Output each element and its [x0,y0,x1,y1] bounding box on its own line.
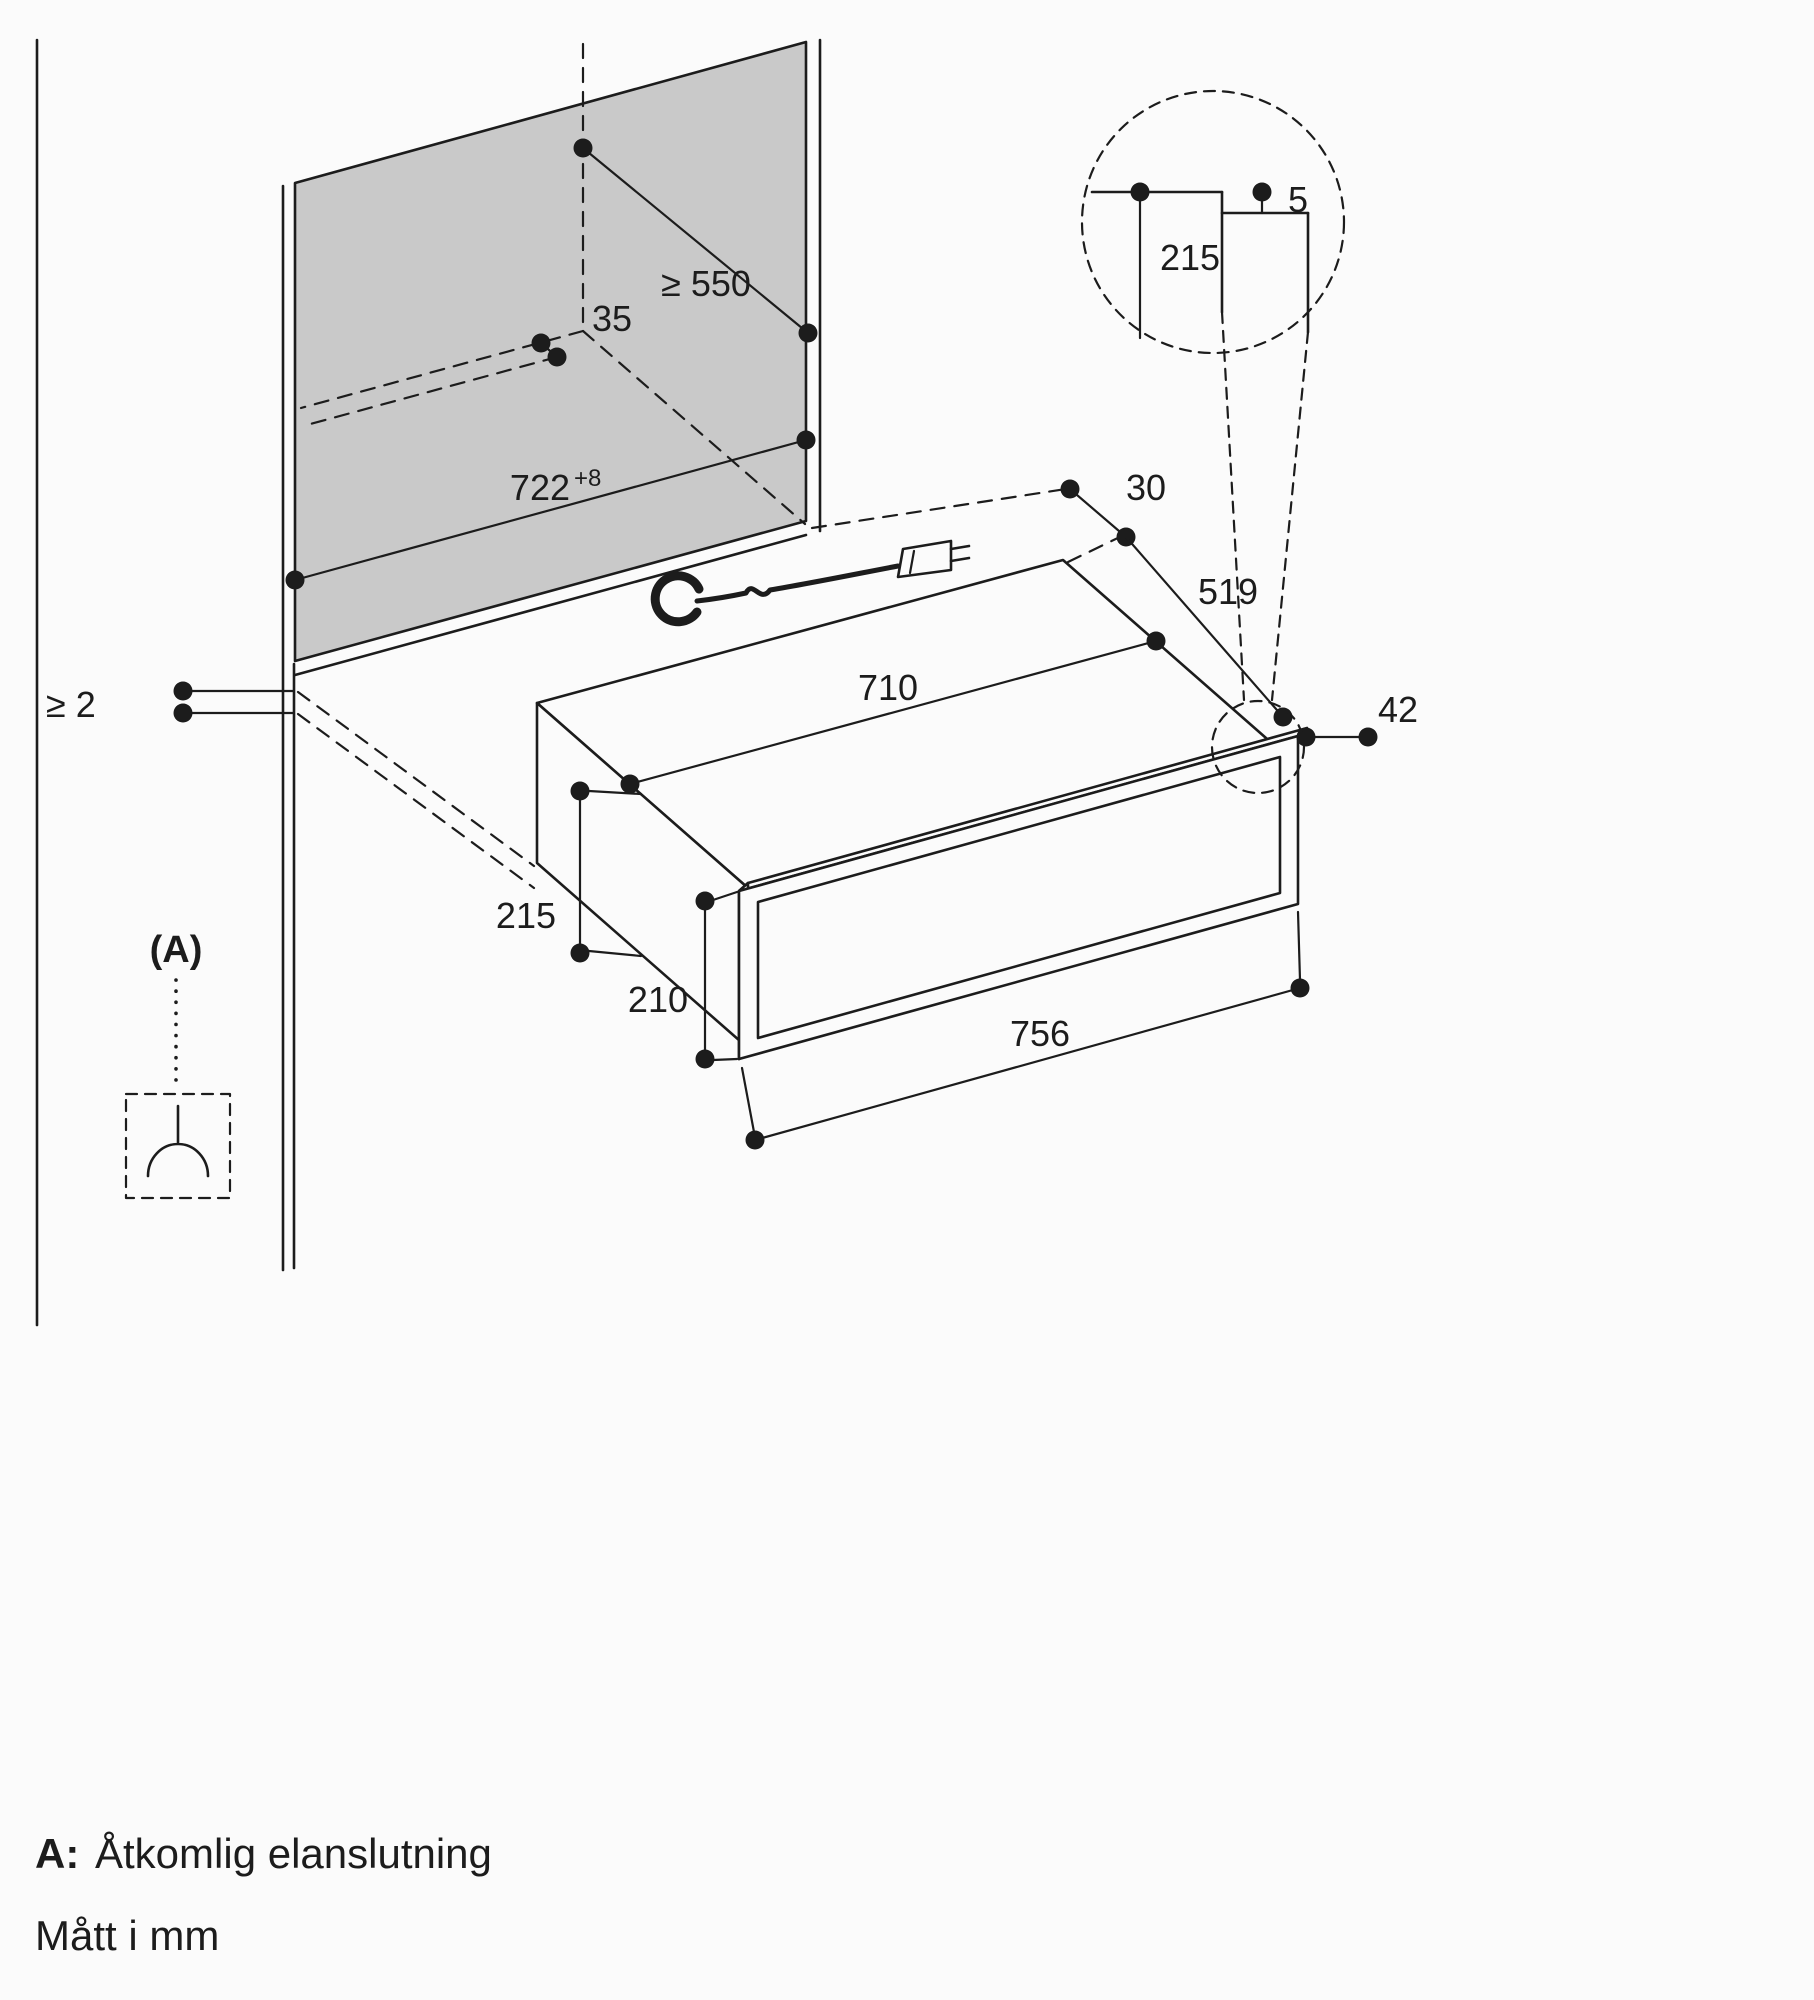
footer-notes: A: Åtkomlig elanslutning Mått i mm [35,1830,492,1959]
dim-endpoint-dot [547,347,567,367]
dim-label-side-gap: ≥ 2 [46,684,96,725]
dim-endpoint-dot [570,943,590,963]
dim-label-appliance-depth: 519 [1198,571,1258,612]
note-a-text: Åtkomlig elanslutning [95,1830,492,1877]
dim-endpoint-dot [1060,479,1080,499]
outlet-offset-hidden-line [301,355,559,428]
dim-front-panel-width: 756 [740,910,1310,1150]
dim-endpoint-dot [695,891,715,911]
plug-detail-line [908,549,916,575]
power-cord [694,563,901,604]
dimension-line [293,438,808,582]
dim-endpoint-dot [1146,631,1166,651]
dimensions: ≥ 550 35 722 +8 ≥ 2 30 [46,138,1418,1150]
callout-a-marker: (A) [150,929,203,971]
connection-symbol-dome [146,1142,210,1178]
dim-front-panel-height: 210 [628,890,739,1069]
front-panel [737,734,1300,1061]
dim-label-appliance-height: 215 [496,895,556,936]
dim-appliance-width: 710 [620,631,1166,794]
outlet-depth-hidden-line [581,329,807,526]
dim-label-outlet-offset: 35 [592,298,632,339]
detail-connector-line-left [1220,310,1246,702]
dim-endpoint-dot [285,570,305,590]
note-a-label: A: [35,1830,79,1877]
dimension-leader [711,890,739,902]
dim-label-front-panel-width: 756 [1010,1013,1070,1054]
dim-detail-gap: 5 [1252,179,1308,220]
dim-label-detail-height: 215 [1160,237,1220,278]
dimension-leader [587,949,643,958]
dimension-line [628,639,1158,786]
dim-endpoint-dot [796,430,816,450]
dimension-leader [1296,910,1302,982]
dimension-line [1124,535,1285,719]
note-a: A: Åtkomlig elanslutning [35,1830,492,1877]
niche-floor-edge [293,533,808,677]
dim-label-front-panel-height: 210 [628,979,688,1020]
dim-endpoint-dot [745,1130,765,1150]
detail-view: 5 215 [1080,89,1346,795]
dim-label-rear-clearance: 30 [1126,467,1166,508]
power-connection [650,539,971,627]
dim-label-appliance-width: 710 [858,667,918,708]
appliance [535,558,1309,1061]
front-panel-recess [756,755,1282,1040]
detail-circle [1080,89,1346,355]
detail-source-circle [1210,699,1306,795]
appliance-back-projection-line [1066,534,1124,564]
dim-endpoint-dot [1273,707,1293,727]
dim-endpoint-dot [173,681,193,701]
dim-front-overhang: 42 [1296,689,1418,747]
dim-endpoint-dot [573,138,593,158]
dimension-line [1068,487,1128,539]
floor-projection-line-upper [296,690,536,868]
dim-endpoint-dot [173,703,193,723]
dim-endpoint-dot [1296,727,1316,747]
dimension-leader [587,789,643,796]
plug-pin-bottom [949,556,971,563]
dim-endpoint-dot [620,774,640,794]
dim-side-gap: ≥ 2 [46,681,295,725]
dim-endpoint-dot [531,333,551,353]
dimension-leader [740,1066,756,1134]
dim-endpoint-dot [570,781,590,801]
electrical-callout: (A) [124,929,232,1200]
connection-zone-box [124,1092,232,1200]
dim-label-niche-width: 722 [510,467,570,508]
dim-label-niche-width-tolerance: +8 [574,465,601,492]
dim-endpoint-dot [798,323,818,343]
dimension-line [753,986,1302,1142]
dim-endpoint-dot [695,1049,715,1069]
dim-niche-width: 722 +8 [285,430,816,590]
dim-endpoint-dot [1130,182,1150,202]
dim-endpoint-dot [1358,727,1378,747]
dim-endpoint-dot [1290,978,1310,998]
niche-front-projection-line [810,487,1068,530]
dim-detail-height: 215 [1130,182,1220,340]
dimension-line [581,146,810,335]
dim-label-niche-depth: ≥ 550 [661,263,751,304]
dimension-leader [711,1057,739,1062]
dim-niche-depth: ≥ 550 [573,138,818,343]
cable-gland [650,571,704,627]
dim-outlet-offset: 35 [531,298,632,367]
plug-pin-top [949,544,971,551]
dim-endpoint-dot [1252,182,1272,202]
floor-projection-line-lower [296,712,536,890]
dim-appliance-height: 215 [496,781,643,963]
dim-label-front-overhang: 42 [1378,689,1418,730]
units-note: Mått i mm [35,1912,219,1959]
dim-appliance-depth: 519 [1124,535,1293,727]
projection-lines [296,42,1124,890]
detail-connector-line-right [1270,330,1310,702]
dim-label-detail-gap: 5 [1288,179,1308,220]
